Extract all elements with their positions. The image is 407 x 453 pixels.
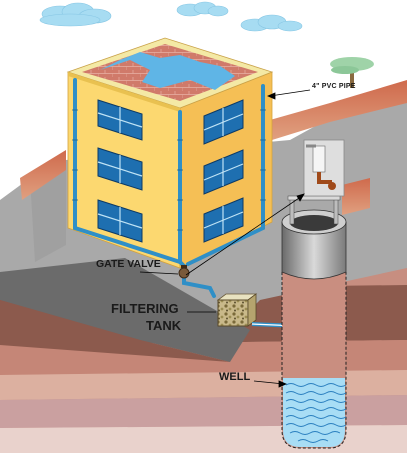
tap-icon — [303, 139, 345, 197]
boundary-wall — [20, 80, 407, 215]
pvc-pipe-label: 4" PVC PIPE — [312, 83, 356, 90]
gate-valve-label: GATE VALVE — [96, 258, 161, 270]
tank-label: TANK — [146, 318, 182, 333]
well — [281, 195, 347, 449]
tree-icon — [330, 57, 374, 88]
filtering-tank — [216, 293, 258, 327]
water-wave-icon — [285, 383, 347, 443]
roof-water — [100, 52, 235, 90]
cloud-icon — [39, 2, 112, 27]
filtering-label: FILTERING — [111, 301, 179, 316]
leader-lines — [139, 89, 311, 388]
well-label: WELL — [219, 371, 251, 383]
window-frames — [97, 107, 244, 235]
pipe-clamps — [72, 109, 266, 231]
cloud-icon — [176, 1, 229, 17]
cloud-icon — [240, 14, 303, 32]
